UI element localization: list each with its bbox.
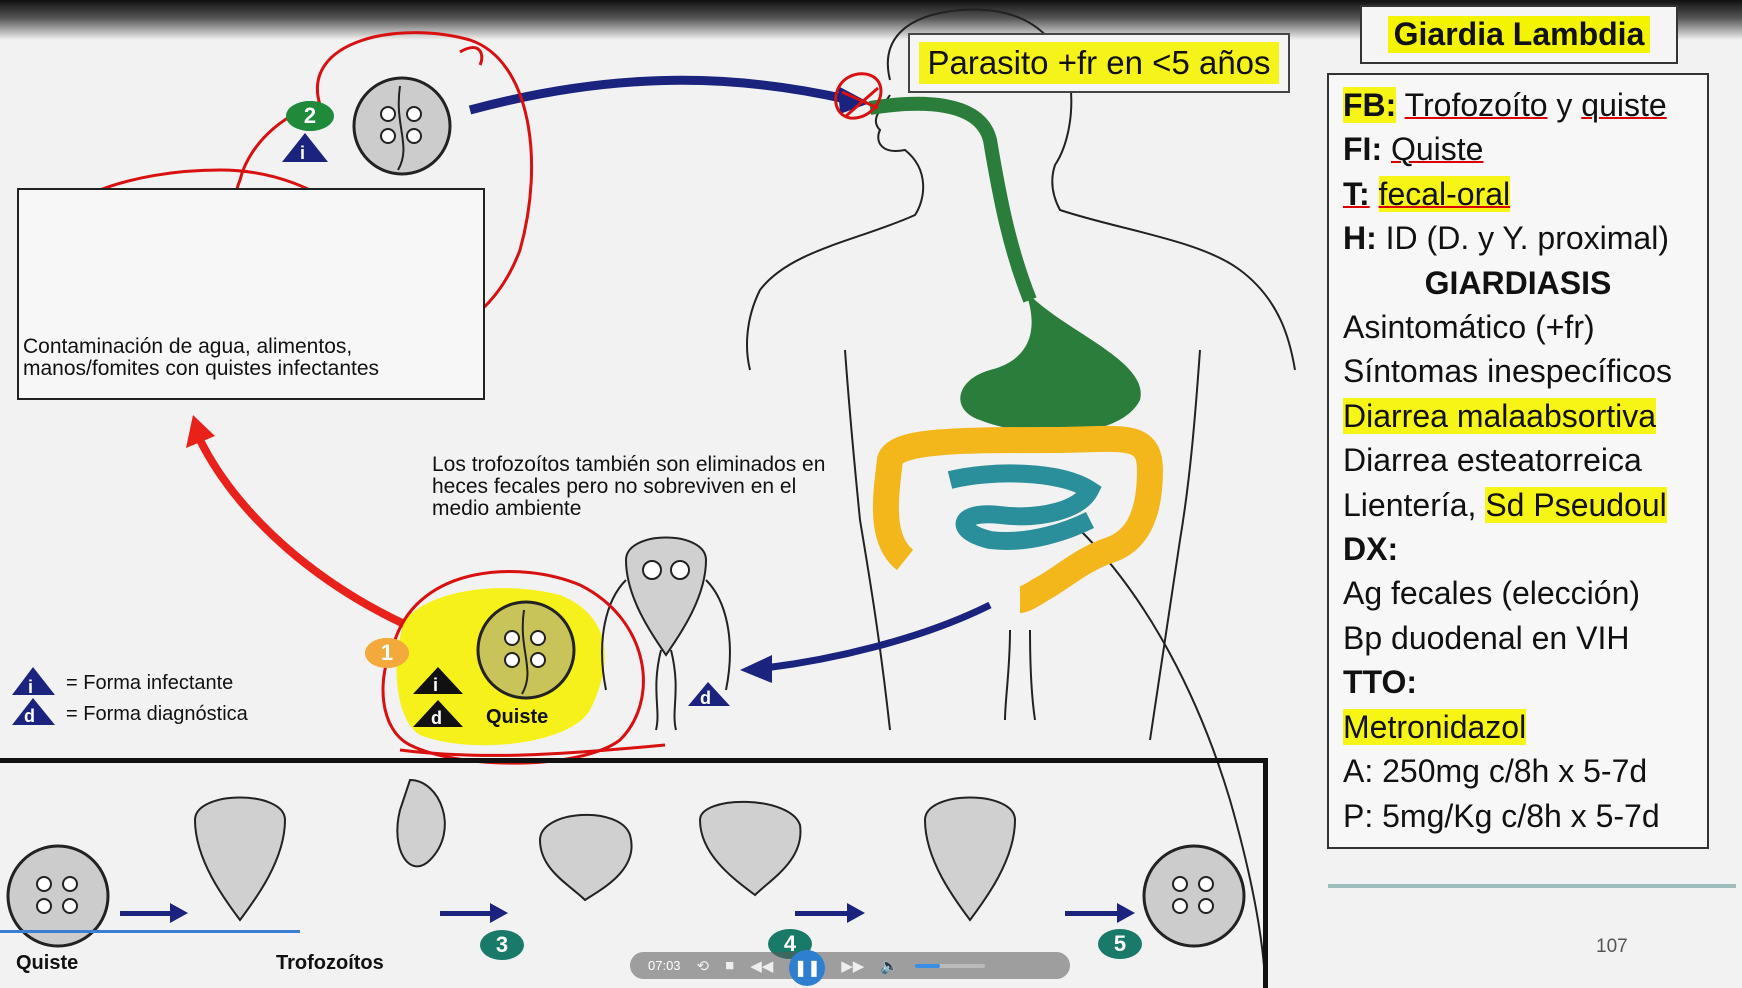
- bottom-cyst-label: Quiste: [16, 952, 79, 974]
- svg-text:d: d: [431, 708, 442, 728]
- slide-title: Giardia Lambdia: [1387, 16, 1651, 53]
- note-disease: GIARDIASIS: [1343, 261, 1707, 305]
- large-intestine: [872, 425, 1164, 613]
- note-dx: DX:: [1343, 527, 1707, 571]
- bottom-arrows: [120, 903, 1135, 923]
- fb-value-2: quiste: [1581, 87, 1667, 123]
- contamination-text: Contaminación de agua, alimentos, manos/…: [23, 335, 380, 380]
- cyst-top: [352, 76, 452, 176]
- step-2-number: 2: [288, 101, 332, 131]
- fb-join: y: [1547, 87, 1582, 123]
- excretion-arrowhead: [740, 655, 772, 683]
- rewind-icon[interactable]: ◀◀: [750, 957, 774, 975]
- svg-text:i: i: [433, 675, 438, 695]
- trophozoite-diagram: [601, 536, 731, 731]
- h-label: H:: [1343, 220, 1377, 257]
- small-intestine: [947, 464, 1102, 550]
- note-dx2: Bp duodenal en VIH: [1343, 619, 1630, 656]
- fi-label: FI:: [1343, 131, 1383, 168]
- volume-slider[interactable]: [915, 963, 986, 968]
- cyst-diagnostic: [476, 600, 576, 700]
- svg-text:i: i: [300, 143, 305, 163]
- note-tto-adult: A: 250mg c/8h x 5-7d: [1343, 753, 1648, 790]
- stop-icon[interactable]: ■: [725, 957, 735, 974]
- loop-icon[interactable]: ⟲: [696, 957, 710, 975]
- slide-title-box: Giardia Lambdia: [1360, 5, 1678, 64]
- note-sym2: Síntomas inespecíficos: [1343, 353, 1673, 390]
- video-player-controls: 07:03 ⟲ ■ ◀◀ ❚❚ ▶▶ 🔈: [630, 949, 1070, 986]
- note-fb: FB: Trofozoíto y quiste: [1343, 83, 1707, 127]
- volume-icon[interactable]: 🔈: [880, 957, 900, 975]
- disease-heading: GIARDIASIS: [1424, 264, 1612, 301]
- cyst-label: Quiste: [486, 706, 549, 728]
- dx-label: DX:: [1343, 531, 1399, 568]
- svg-text:i: i: [28, 677, 33, 697]
- tto-drug: Metronidazol: [1343, 708, 1527, 745]
- notes-divider: [1328, 884, 1736, 888]
- callout-text: Parasito +fr en <5 años: [919, 42, 1279, 84]
- note-tto: TTO:: [1343, 660, 1707, 704]
- human-body-outline: [746, 8, 1296, 979]
- trophozoite-note: Los trofozoítos también son eliminados e…: [432, 453, 826, 520]
- t-label: T:: [1343, 175, 1370, 212]
- t-value: fecal-oral: [1378, 175, 1511, 212]
- contamination-box: Contaminación de agua, alimentos, manos/…: [17, 188, 485, 400]
- sym5-a: Lientería,: [1343, 486, 1477, 523]
- notes-panel: FB: Trofozoíto y quiste FI: Quiste T: fe…: [1327, 73, 1709, 849]
- note-fi: FI: Quiste: [1343, 127, 1707, 171]
- stomach: [960, 290, 1141, 434]
- sym5-b: Sd Pseudoul: [1485, 486, 1667, 523]
- ingestion-arrow: [468, 75, 852, 115]
- h-value: ID (D. y Y. proximal): [1385, 220, 1669, 257]
- note-tto-ped: P: 5mg/Kg c/8h x 5-7d: [1343, 797, 1660, 834]
- bottom-trophozoites-label: Trofozoítos: [276, 952, 384, 974]
- step-5-number: 5: [1098, 929, 1142, 959]
- page-number: 107: [1596, 936, 1628, 957]
- time-display: 07:03: [648, 958, 681, 973]
- step-1-number: 1: [365, 638, 409, 668]
- fi-value: Quiste: [1390, 131, 1484, 168]
- step-3-number: 3: [480, 930, 524, 960]
- note-sym1: Asintomático (+fr): [1343, 309, 1595, 346]
- play-pause-button[interactable]: ❚❚: [789, 949, 826, 986]
- bottom-trophozoites: [193, 778, 1017, 922]
- callout-box: Parasito +fr en <5 años: [908, 33, 1290, 93]
- note-dx1: Ag fecales (elección): [1343, 575, 1641, 612]
- tto-label: TTO:: [1343, 664, 1418, 701]
- excretion-arrow: [764, 601, 992, 672]
- video-progress-bar[interactable]: [0, 930, 300, 933]
- sym3-text: Diarrea malaabsortiva: [1343, 397, 1657, 434]
- legend-triangles: [12, 133, 730, 727]
- note-t: T: fecal-oral: [1343, 172, 1707, 216]
- fb-label: FB:: [1343, 87, 1397, 123]
- esophagus: [868, 96, 1037, 303]
- volume-level: [915, 963, 940, 968]
- legend-triangle-letters: idi idd: [24, 143, 711, 728]
- note-sym3: Diarrea malaabsortiva: [1343, 394, 1707, 438]
- note-sym5: Lientería, Sd Pseudoul: [1343, 483, 1707, 527]
- svg-text:d: d: [700, 688, 711, 708]
- note-tto-drug: Metronidazol: [1343, 705, 1707, 749]
- bottom-cycle-frame: [0, 758, 1268, 988]
- bottom-cyst-left: [6, 844, 110, 948]
- legend-infective: = Forma infectante: [66, 672, 234, 694]
- svg-text:d: d: [24, 706, 35, 726]
- fb-value-1: Trofozoíto: [1404, 87, 1548, 123]
- legend-diagnostic: = Forma diagnóstica: [66, 703, 248, 725]
- forward-icon[interactable]: ▶▶: [841, 957, 865, 975]
- note-h: H: ID (D. y Y. proximal): [1343, 216, 1707, 260]
- note-sym4: Diarrea esteatorreica: [1343, 442, 1642, 479]
- contamination-arrowhead: [186, 415, 215, 448]
- bottom-cyst-right: [1142, 844, 1246, 948]
